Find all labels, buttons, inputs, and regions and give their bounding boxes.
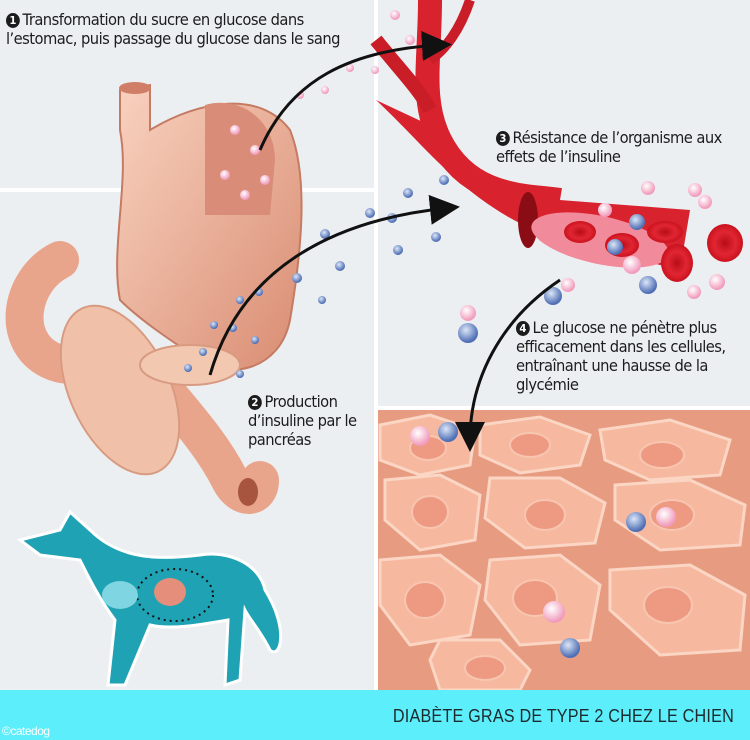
caption-text: Le glucose ne pénètre plus efficacement … [516, 318, 726, 394]
dog-silhouette-icon [16, 509, 283, 688]
step-number-badge: 3 [496, 131, 510, 146]
stomach-and-pancreas [5, 10, 449, 514]
caption-text: Transformation du sucre en glucose dans … [6, 10, 340, 48]
caption-text: Résistance de l’organisme aux effets de … [496, 128, 722, 166]
body-cells [378, 410, 750, 692]
step-number-badge: 1 [6, 13, 20, 28]
step-number-badge: 4 [516, 321, 530, 336]
infographic-title: DIABÈTE GRAS DE TYPE 2 CHEZ LE CHIEN [392, 706, 734, 726]
copyright-credit: ©catedog [2, 724, 50, 738]
caption-text: Production d’insuline par le pancréas [248, 392, 357, 449]
blood-vessel [370, 0, 743, 343]
step-number-badge: 2 [248, 395, 262, 410]
process-arrows [208, 31, 561, 452]
footer-band [0, 690, 750, 740]
